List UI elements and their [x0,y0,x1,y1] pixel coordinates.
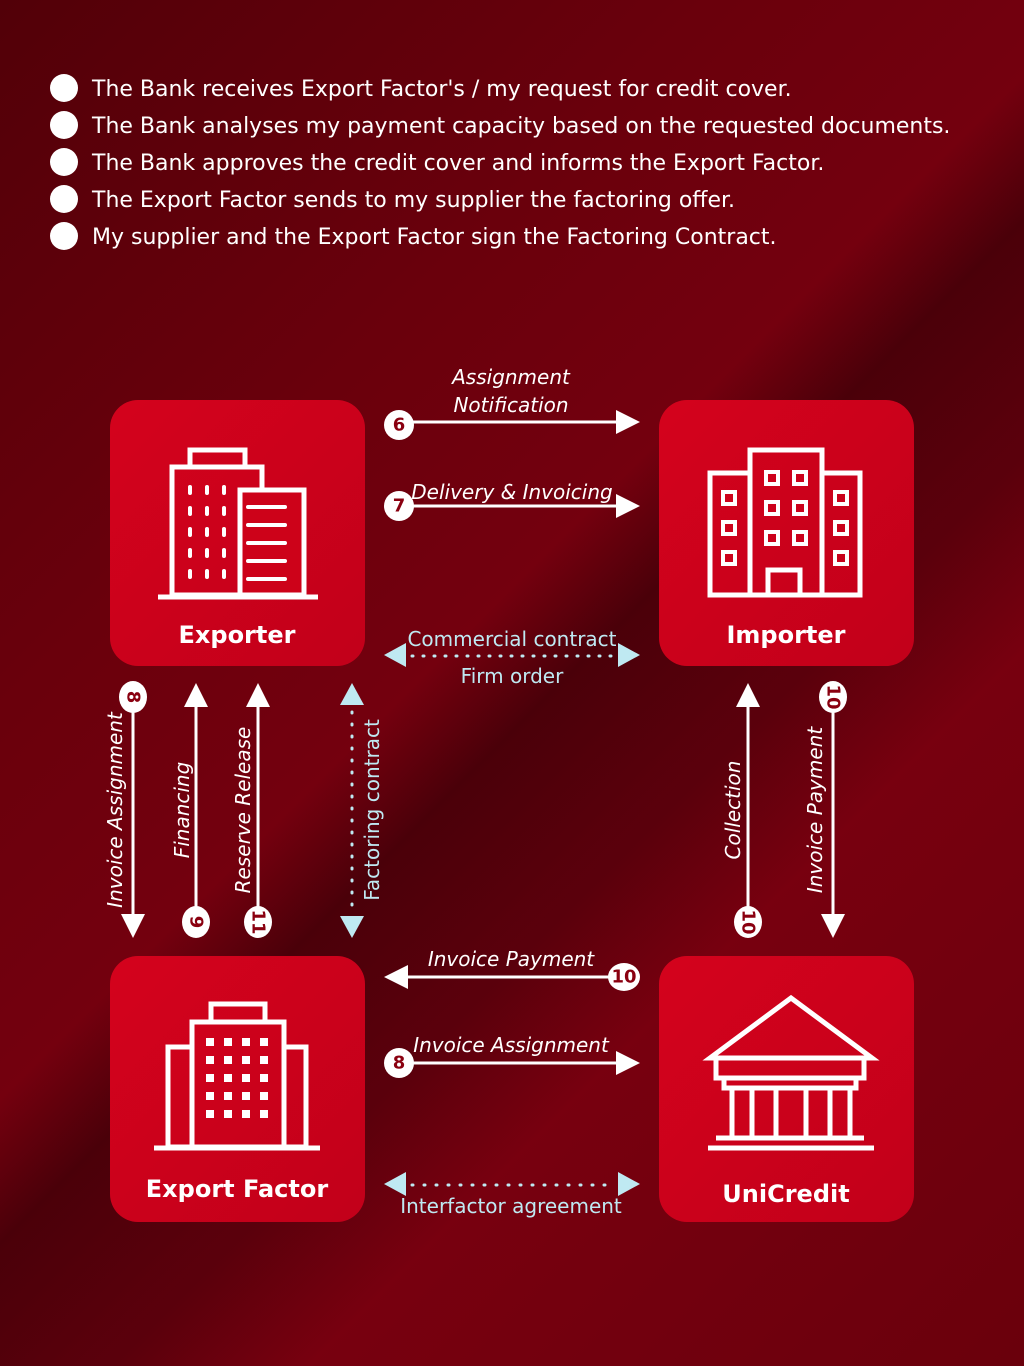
bank-icon [702,994,880,1151]
steps-list: 1 The Bank receives Export Factor's / my … [50,74,950,250]
flow-label: Collection [721,761,745,860]
arrow-down-icon [821,914,845,938]
arrow-right-icon [616,1051,640,1075]
badge-number: 7 [393,496,406,517]
flow-reserve-release: 11 Reserve Release [231,683,272,938]
arrow-up-icon [340,683,364,705]
tower-building-icon [154,1001,320,1151]
unicredit-box: UniCredit [659,956,914,1222]
badge-number: 10 [611,967,636,988]
flow-label: Commercial contract [407,627,616,651]
flow-label: Assignment [450,365,571,389]
flow-label: Financing [170,762,194,859]
arrow-right-icon [616,410,640,434]
flow-invoice-payment-vertical: 10 Invoice Payment [803,681,847,938]
step-3: 3 The Bank approves the credit cover and … [50,148,824,176]
flow-label: Notification [453,393,568,417]
export-factor-label: Export Factor [146,1175,329,1203]
flow-label: Invoice Payment [428,947,595,971]
flow-label: Interfactor agreement [400,1194,622,1218]
flow-label: Invoice Payment [803,726,827,893]
flow-delivery-invoicing: 7 Delivery & Invoicing [384,480,640,521]
export-factor-box: Export Factor [110,956,365,1222]
step-2: 2 The Bank analyses my payment capacity b… [50,111,950,139]
badge-number: 10 [738,909,759,934]
importer-box: Importer [659,400,914,666]
flow-invoice-assignment-horizontal: 8 Invoice Assignment [384,1033,640,1078]
arrow-right-icon [618,643,640,667]
flow-assignment-notification: 6 Assignment Notification [384,365,640,440]
arrow-down-icon [121,914,145,938]
flow-label: Factoring contract [360,719,384,901]
arrow-left-icon [384,643,406,667]
flow-label: Reserve Release [231,727,255,894]
flow-label: Delivery & Invoicing [411,480,612,504]
step-number: 3 [57,150,71,175]
flow-financing: 9 Financing [170,683,210,938]
exporter-label: Exporter [179,621,296,649]
apartment-building-icon [707,447,863,598]
step-text: My supplier and the Export Factor sign t… [92,225,777,250]
flow-interfactor-agreement: Interfactor agreement [384,1172,640,1218]
flow-collection: 10 Collection [721,683,762,938]
step-number: 5 [57,224,71,249]
exporter-box: Exporter [110,400,365,666]
step-4: 4 The Export Factor sends to my supplier … [50,185,735,213]
arrow-up-icon [184,683,208,707]
arrow-up-icon [736,683,760,707]
step-text: The Bank approves the credit cover and i… [91,151,824,176]
arrow-right-icon [616,494,640,518]
badge-number: 9 [186,916,207,929]
arrow-down-icon [340,916,364,938]
office-building-icon [158,447,318,600]
step-number: 2 [57,113,71,138]
step-text: The Bank analyses my payment capacity ba… [91,114,950,139]
badge-number: 6 [393,415,406,436]
step-number: 4 [57,187,71,212]
unicredit-label: UniCredit [722,1180,849,1208]
step-number: 1 [57,76,71,101]
flow-factoring-contract: Factoring contract [340,683,384,938]
badge-number: 11 [248,909,269,934]
flow-invoice-payment-horizontal: 10 Invoice Payment [384,947,640,991]
step-text: The Export Factor sends to my supplier t… [91,188,735,213]
flow-commercial-contract: Commercial contract Firm order [384,627,640,688]
badge-number: 10 [823,684,844,709]
arrow-left-icon [384,965,408,989]
arrow-up-icon [246,683,270,707]
flow-invoice-assignment-vertical: 8 Invoice Assignment [103,681,147,938]
step-5: 5 My supplier and the Export Factor sign … [50,222,777,250]
flow-label: Firm order [461,664,564,688]
badge-number: 8 [123,691,144,704]
importer-label: Importer [726,621,845,649]
step-text: The Bank receives Export Factor's / my r… [91,77,792,102]
arrow-left-icon [384,1172,406,1196]
flow-label: Invoice Assignment [413,1033,610,1057]
arrow-right-icon [618,1172,640,1196]
flow-label: Invoice Assignment [103,711,127,908]
step-1: 1 The Bank receives Export Factor's / my … [50,74,792,102]
badge-number: 8 [393,1053,406,1074]
